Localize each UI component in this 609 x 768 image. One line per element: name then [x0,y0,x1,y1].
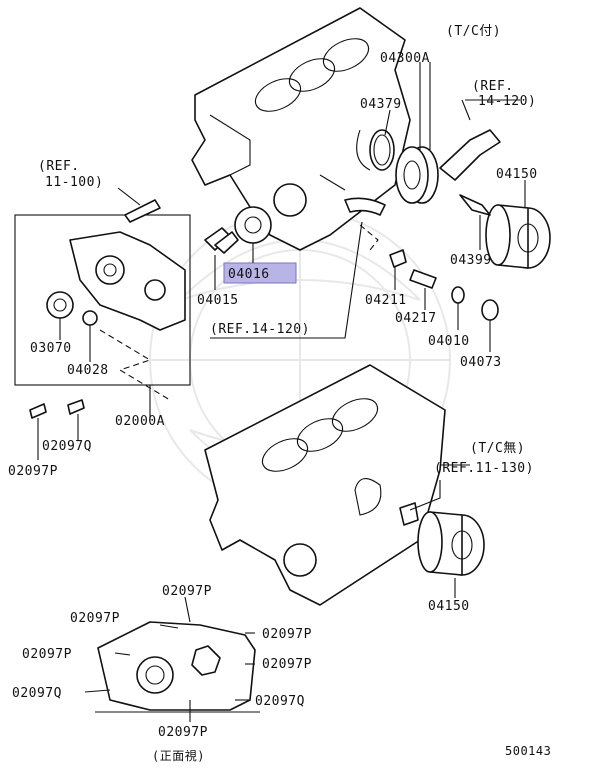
label-front-02097P-2: 02097P [70,611,120,626]
label-front-02097P-5: 02097P [262,657,312,672]
label-02000A: 02000A [115,414,165,429]
lower-engine-block [204,364,446,606]
label-04015: 04015 [197,293,239,308]
small-parts [389,249,499,321]
oil-cooler [344,129,501,216]
label-front-view: (正面視) [152,748,205,763]
oil-filter-bottom [417,511,485,576]
label-02097P-a: 02097P [8,464,58,479]
label-front-02097Q-1: 02097Q [12,686,62,701]
label-04016: 04016 [228,267,270,282]
label-ref-14-120-mid: (REF.14-120) [210,322,310,337]
oil-pump-housing [14,199,191,401]
bolts [29,399,85,460]
label-tc-without: (T/C無) [470,441,525,456]
label-front-02097P-6: 02097P [158,725,208,740]
oil-filter-top [459,194,551,269]
label-04150-bottom: 04150 [428,599,470,614]
label-front-02097P-4: 02097P [22,647,72,662]
label-04379: 04379 [360,97,402,112]
label-front-02097P-1: 02097P [162,584,212,599]
label-04010: 04010 [428,334,470,349]
label-ref-11-100-a: (REF. [38,159,80,174]
part-labels: (T/C付) 04300A 04379 (REF. 14-120) 04150 … [8,24,551,763]
highlight-04016-box [223,262,297,284]
label-02097Q-a: 02097Q [42,439,92,454]
label-front-02097P-3: 02097P [262,627,312,642]
upper-engine-block [191,7,411,251]
label-04028: 04028 [67,363,109,378]
label-04211: 04211 [365,293,407,308]
label-ref-14-120-top-b: 14-120) [478,94,536,109]
front-view [95,621,260,713]
label-ref-11-100-b: 11-100) [45,175,103,190]
label-04300A: 04300A [380,51,430,66]
label-ref-14-120-top-a: (REF. [472,79,514,94]
label-04073: 04073 [460,355,502,370]
label-03070: 03070 [30,341,72,356]
oil-pump-gear [204,206,272,254]
label-front-02097Q-2: 02097Q [255,694,305,709]
label-04399: 04399 [450,253,492,268]
label-04150-top: 04150 [496,167,538,182]
label-ref-11-130: (REF.11-130) [434,461,534,476]
diagram-id: 500143 [505,744,551,758]
label-04217: 04217 [395,311,437,326]
label-tc-with: (T/C付) [446,24,501,39]
leader-lines [59,62,526,722]
